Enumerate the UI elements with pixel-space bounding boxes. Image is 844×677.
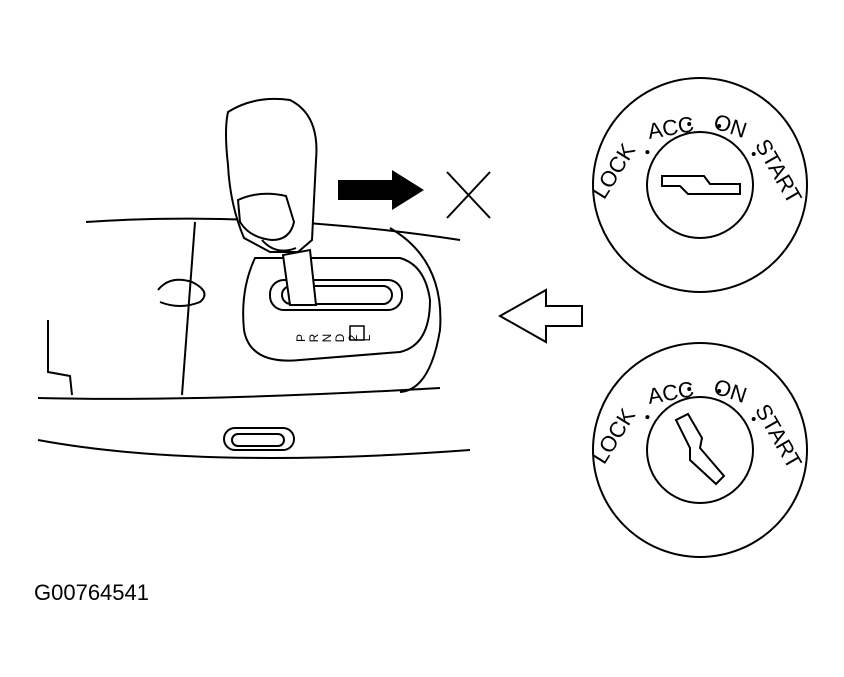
right-arrow-solid-icon [338,170,424,210]
ignition-dot-acc [687,386,692,391]
ignition-dot-acc [687,121,692,126]
ignition-dot-on [717,389,722,394]
shift-position-N: N [320,334,334,343]
shift-position-2: 2 [346,334,360,341]
shift-lock-button [236,192,296,242]
shift-position-P: P [294,334,308,342]
ignition-dot-lock [645,415,650,420]
ignition-dot-start [751,152,756,156]
shift-gate [242,257,432,362]
shift-lever [225,97,318,306]
ignition-dot-lock [645,150,650,155]
left-arrow-outline-icon [497,288,583,344]
figure-id: G00764541 [34,580,149,605]
shift-position-L: L [359,334,373,341]
shift-position-D: D [333,333,347,342]
center-console [37,217,471,459]
key-slot-horizontal [661,175,741,195]
ignition-dot-on [717,124,722,129]
ignition-dot-start [751,417,756,421]
shift-position-R: R [307,333,321,342]
x-mark-icon [446,171,491,219]
key-slot-diagonal [674,412,726,486]
shift-position-indicator [349,325,365,341]
